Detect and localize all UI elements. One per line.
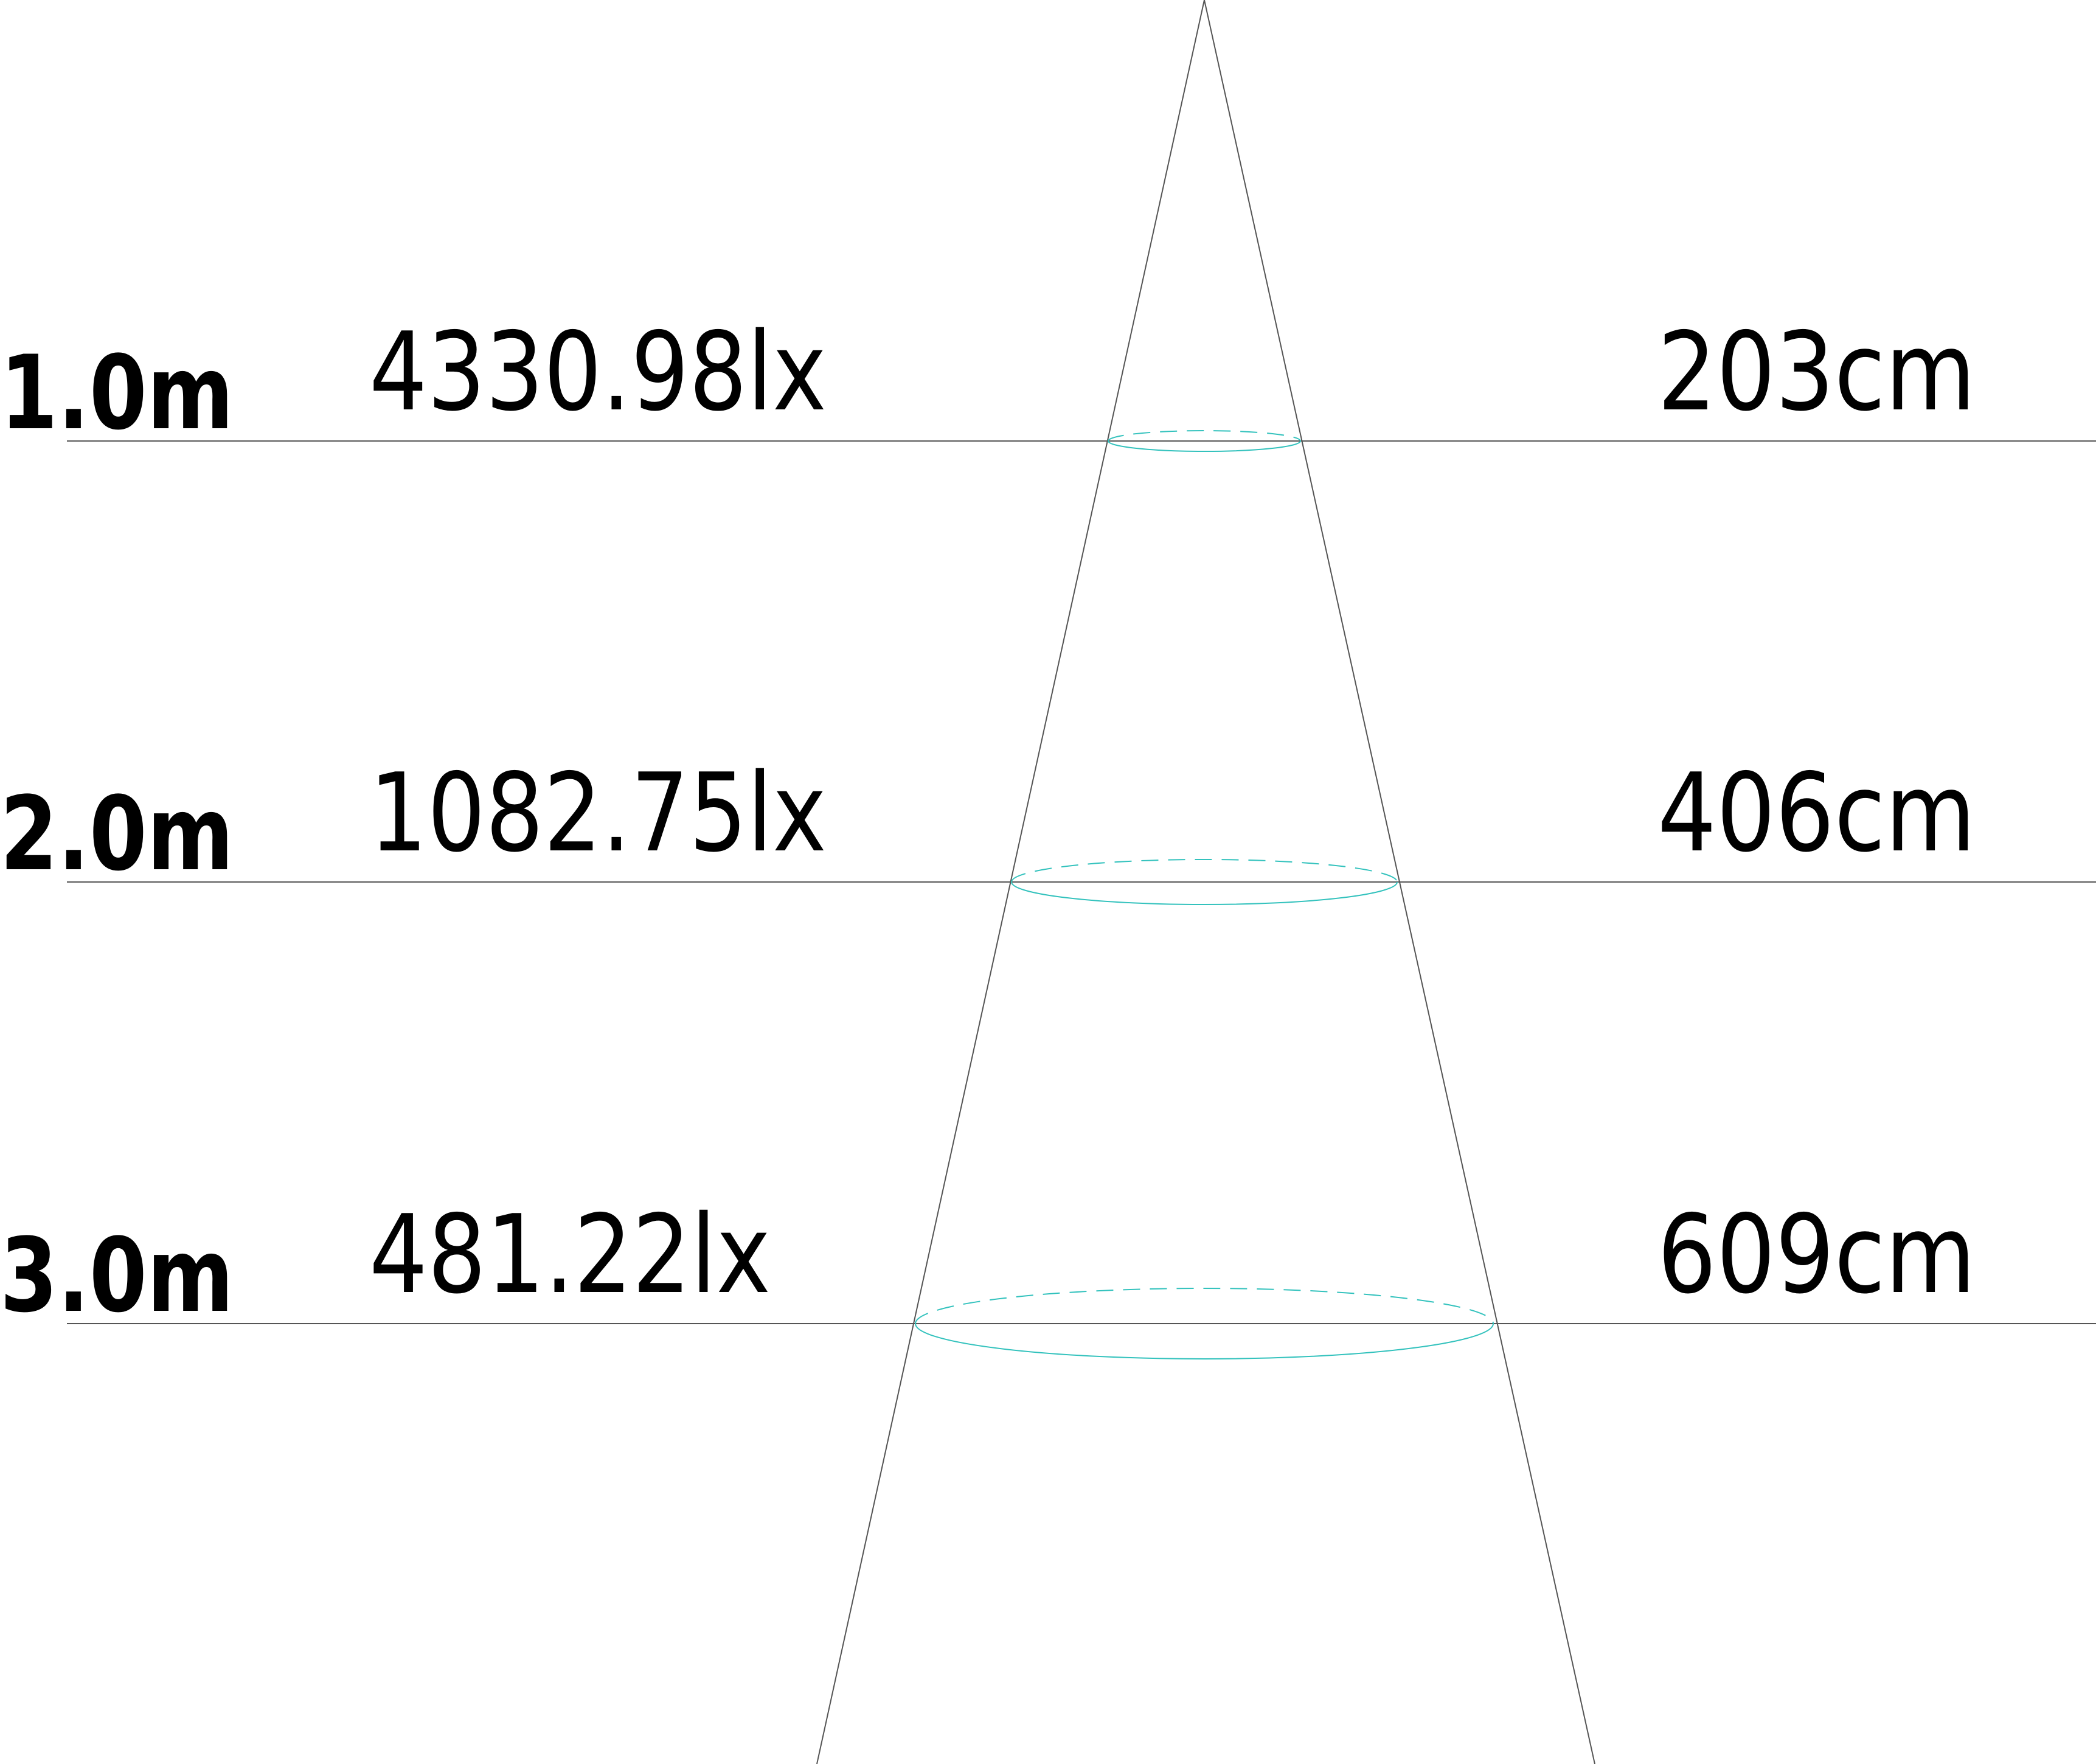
- beam-diameter-value: 406cm: [1657, 750, 1976, 876]
- illuminance-value: 1082.75lx: [369, 750, 827, 876]
- distance-label: 1.0m: [0, 333, 234, 453]
- beam-ring-front: [915, 1323, 1494, 1359]
- level-row: 1.0m 4330.98lx 203cm: [0, 309, 2096, 453]
- illuminance-value: 481.22lx: [369, 1192, 771, 1318]
- beam-diameter-value: 203cm: [1657, 309, 1976, 435]
- beam-ring-front: [1108, 440, 1301, 452]
- beam-ring-back: [915, 1288, 1494, 1324]
- distance-label: 2.0m: [0, 774, 234, 894]
- beam-ring-back: [1108, 430, 1301, 442]
- illuminance-value: 4330.98lx: [369, 309, 827, 435]
- beam-ring-back: [1011, 859, 1398, 883]
- beam-ring-front: [1011, 881, 1398, 905]
- beam-diameter-value: 609cm: [1657, 1192, 1976, 1318]
- level-row: 2.0m 1082.75lx 406cm: [0, 750, 2096, 905]
- level-row: 3.0m 481.22lx 609cm: [0, 1192, 2096, 1359]
- distance-label: 3.0m: [0, 1216, 234, 1335]
